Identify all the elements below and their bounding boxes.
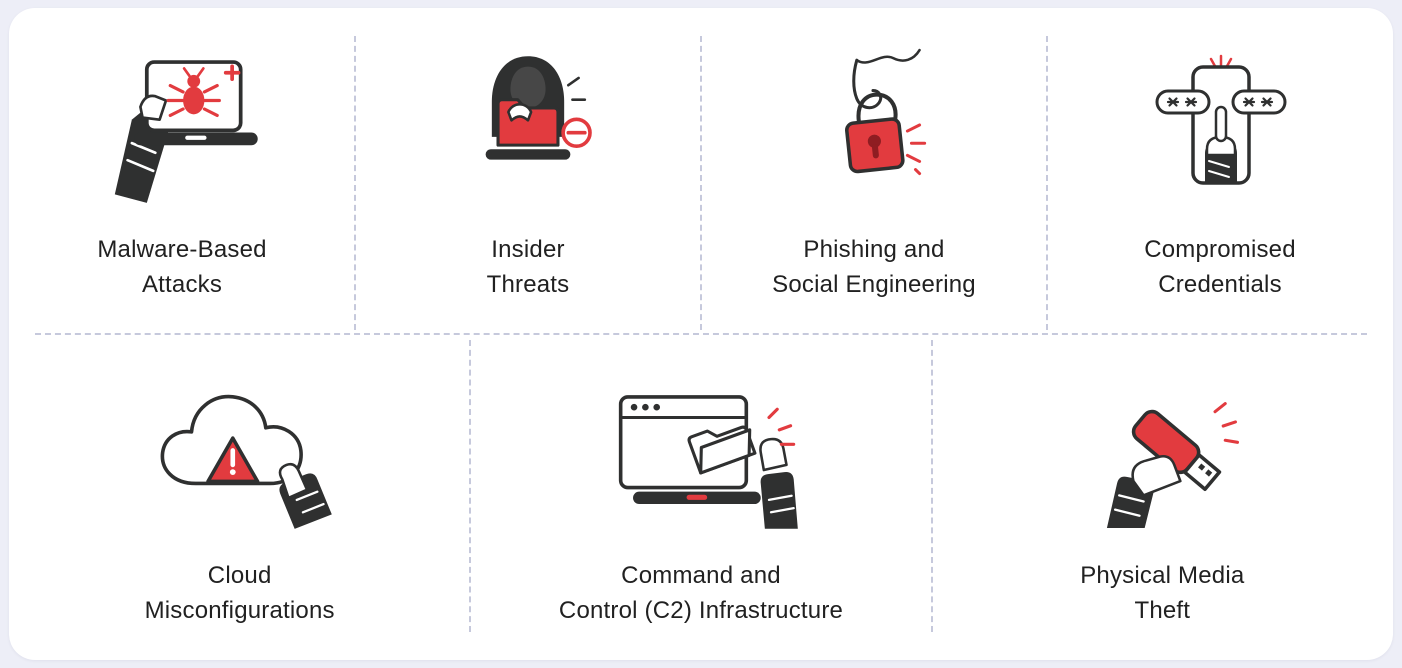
threat-label-line: Command and bbox=[621, 562, 781, 589]
threat-label-phishing: Phishing and Social Engineering bbox=[772, 232, 976, 302]
threat-label-line: Cloud bbox=[207, 562, 272, 589]
threat-card-c2: Command and Control (C2) Infrastructure bbox=[469, 334, 931, 660]
threat-card-credentials: Compromised Credentials bbox=[1046, 8, 1393, 334]
threat-label-line: Misconfigurations bbox=[144, 597, 335, 624]
hooded-hacker-folder-icon bbox=[440, 40, 616, 210]
phone-password-hand-icon bbox=[1135, 40, 1305, 210]
threat-label-line: Attacks bbox=[141, 271, 223, 298]
threat-label-line: Control (C2) Infrastructure bbox=[558, 597, 844, 624]
threat-label-line: Physical Media bbox=[1080, 562, 1245, 589]
threat-card-phishing: Phishing and Social Engineering bbox=[700, 8, 1047, 334]
fishhook-padlock-icon bbox=[798, 40, 950, 210]
threat-label-cloud: Cloud Misconfigurations bbox=[145, 558, 335, 628]
usb-drive-hand-icon bbox=[1070, 366, 1254, 536]
malware-laptop-bug-icon bbox=[91, 40, 273, 210]
threat-card-physical-media: Physical Media Theft bbox=[930, 334, 1393, 660]
cloud-warning-hand-icon bbox=[142, 366, 338, 536]
threat-label-malware: Malware-Based Attacks bbox=[97, 232, 266, 302]
threat-card-cloud: Cloud Misconfigurations bbox=[9, 334, 470, 660]
threat-types-card: Malware-Based Attacks bbox=[9, 8, 1393, 660]
threat-label-physical-media: Physical Media Theft bbox=[1080, 558, 1244, 628]
threat-label-c2: Command and Control (C2) Infrastructure bbox=[559, 558, 843, 628]
threat-label-line: Compromised bbox=[1144, 236, 1296, 263]
threat-card-malware: Malware-Based Attacks bbox=[9, 8, 355, 334]
browser-folder-grab-icon bbox=[598, 366, 804, 536]
threat-grid-top-row: Malware-Based Attacks bbox=[9, 8, 1393, 334]
threat-card-insider: Insider Threats bbox=[354, 8, 701, 334]
threat-label-line: Phishing and bbox=[803, 236, 945, 263]
threat-label-line: Social Engineering bbox=[772, 271, 976, 298]
threat-label-line: Malware-Based bbox=[97, 236, 267, 263]
threat-grid-bottom-row: Cloud Misconfigurations bbox=[9, 333, 1393, 660]
threat-label-line: Credentials bbox=[1158, 271, 1282, 298]
threat-label-insider: Insider Threats bbox=[487, 232, 570, 302]
threat-label-line: Theft bbox=[1134, 597, 1191, 624]
threat-label-credentials: Compromised Credentials bbox=[1144, 232, 1296, 302]
threat-label-line: Threats bbox=[486, 271, 570, 298]
threat-label-line: Insider bbox=[491, 236, 565, 263]
